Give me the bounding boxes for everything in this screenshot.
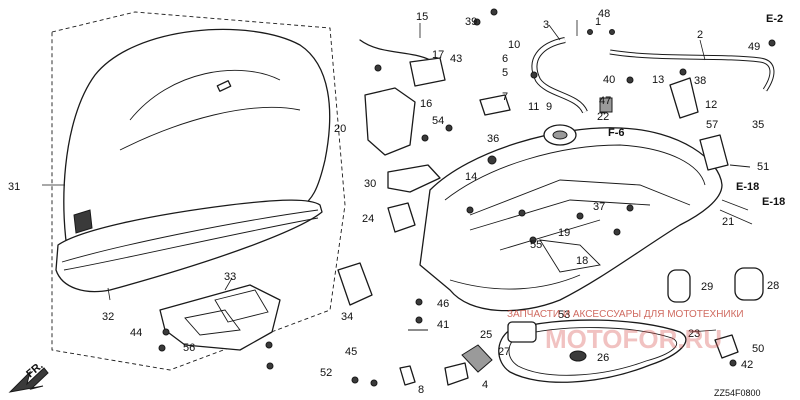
part-label: 29	[701, 281, 713, 293]
part-label: 35	[752, 119, 764, 131]
part-label: 56	[183, 342, 195, 354]
part-label: 33	[224, 271, 236, 283]
part-label: 45	[345, 346, 357, 358]
part-label: 49	[748, 41, 760, 53]
part-label: 17	[432, 49, 444, 61]
part-label: 47	[599, 95, 611, 107]
part-label: 24	[362, 213, 374, 225]
part-label: 43	[450, 53, 462, 65]
watermark-brand: MOTOFOR.RU	[545, 324, 722, 354]
pad-27	[461, 344, 493, 373]
harness-15	[359, 39, 431, 61]
seal-rubber-23	[498, 319, 687, 383]
part-label: 41	[437, 319, 449, 331]
part-label: 21	[722, 216, 734, 228]
part-label: 18	[576, 255, 588, 267]
front-direction-arrow	[8, 367, 49, 393]
clip-50	[714, 334, 739, 359]
part-label: 37	[593, 201, 605, 213]
part-label: 54	[432, 115, 444, 127]
part-label: 31	[8, 181, 20, 193]
part-label: 4	[482, 379, 488, 391]
bracket-20	[364, 87, 416, 156]
ref-callout: F-6	[608, 127, 625, 139]
side-plate-35	[337, 262, 373, 306]
engine-cover-group-frame	[51, 11, 346, 371]
part-label: 16	[420, 98, 432, 110]
part-label: 9	[546, 101, 552, 113]
part-label: 6	[502, 53, 508, 65]
part-label: 10	[508, 39, 520, 51]
part-label: 12	[705, 99, 717, 111]
part-label: 46	[437, 298, 449, 310]
part-label: 11	[528, 101, 539, 113]
part-label: 36	[487, 133, 499, 145]
part-label: 30	[364, 178, 376, 190]
under-case-assembly	[419, 124, 723, 312]
part-label: 3	[543, 19, 549, 31]
part-label: 7	[502, 91, 508, 103]
part-label: 20	[334, 123, 346, 135]
mount-plate-30	[387, 164, 441, 193]
leader-lines	[42, 20, 753, 333]
part-label: 44	[130, 327, 142, 339]
link-7	[479, 94, 511, 116]
part-label: 13	[652, 74, 664, 86]
part-label: 38	[694, 75, 706, 87]
part-label: 32	[102, 311, 114, 323]
part-label: 14	[465, 171, 477, 183]
part-label: 1	[595, 16, 601, 28]
clip-8	[399, 365, 416, 386]
grommet-25	[507, 321, 537, 343]
fasteners	[158, 8, 776, 387]
diagram-code: ZZ54F0800	[714, 388, 761, 398]
lever-13	[669, 77, 699, 119]
part-label: 22	[597, 111, 609, 123]
grommet-28	[734, 267, 764, 301]
clip-34	[699, 134, 729, 171]
part-label: 27	[498, 346, 510, 358]
part-label: 26	[597, 352, 609, 364]
bracket-16	[409, 57, 446, 87]
clip-4	[444, 362, 469, 386]
part-label: 55	[530, 239, 542, 251]
reference-callouts: E-2 E-18 E-18 F-6	[608, 13, 785, 208]
part-label: 23	[688, 328, 700, 340]
grommet-26	[569, 350, 587, 362]
part-label: 2	[697, 29, 703, 41]
part-label: 19	[558, 227, 570, 239]
part-label: 5	[502, 67, 508, 79]
part-label: 51	[757, 161, 769, 173]
part-label: 42	[741, 359, 753, 371]
part-label: 28	[767, 280, 779, 292]
under-cover-front	[159, 284, 281, 351]
part-label: 15	[416, 11, 428, 23]
watermark-caption: ЗАПЧАСТИ И АКСЕССУАРЫ ДЛЯ МОТОТЕХНИКИ	[507, 309, 744, 320]
part-label: 48	[598, 8, 610, 20]
hose-2-inner	[609, 50, 774, 91]
ref-callout: E-18	[762, 196, 785, 208]
grommet-29	[667, 269, 691, 303]
part-labels: 1 2 3 4 5 6 7 8 9 10 11 12 13 14 15 16 1…	[8, 8, 779, 396]
grommet-24	[387, 202, 416, 233]
part-label: 50	[752, 343, 764, 355]
part-label: 40	[603, 74, 615, 86]
part-label: 52	[320, 367, 332, 379]
part-label: 8	[418, 384, 424, 396]
ref-callout: E-2	[766, 13, 783, 25]
part-label: 53	[558, 309, 570, 321]
ref-callout: E-18	[736, 181, 759, 193]
part-label: 57	[706, 119, 718, 131]
part-label: 25	[480, 329, 492, 341]
engine-cover	[55, 28, 331, 293]
part-label: 34	[341, 311, 353, 323]
part-label: 39	[465, 16, 477, 28]
